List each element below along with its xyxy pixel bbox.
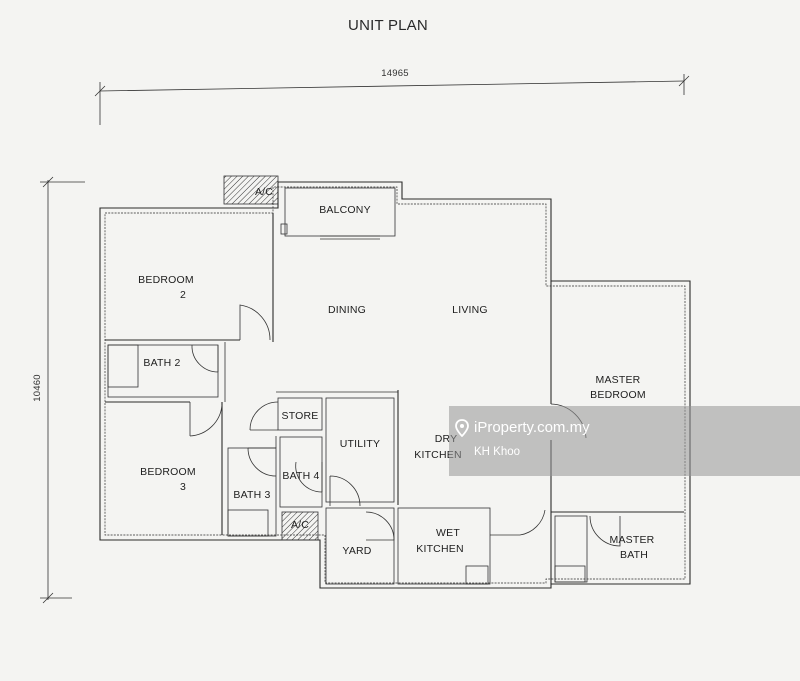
yard-room xyxy=(325,507,395,585)
bedroom-3-label-line2: 3 xyxy=(180,481,186,493)
utility-room xyxy=(325,397,395,507)
ac-bottom-label: A/C xyxy=(291,519,309,531)
dining-label: DINING xyxy=(328,304,366,316)
corridor-walls xyxy=(224,342,398,448)
bedroom-2-room xyxy=(105,213,274,342)
master-bedroom-label-line1: MASTER xyxy=(596,374,641,386)
balcony-label: BALCONY xyxy=(319,204,371,216)
utility-label: UTILITY xyxy=(340,438,381,450)
outer-walls xyxy=(99,181,691,589)
store-label: STORE xyxy=(282,410,319,422)
living-label: LIVING xyxy=(452,304,488,316)
yard-label: YARD xyxy=(342,545,371,557)
height-dimension: 10460 xyxy=(32,176,85,604)
bedroom-2-label-line2: 2 xyxy=(180,289,186,301)
watermark-site: iProperty.com.my xyxy=(474,419,590,436)
bath-2-room xyxy=(107,344,219,398)
wet-kitchen-label-line2: KITCHEN xyxy=(416,543,464,555)
watermark-band xyxy=(449,406,800,476)
master-bedroom-label-line2: BEDROOM xyxy=(590,389,646,401)
master-bath-label-line2: BATH xyxy=(620,549,648,561)
bath-3-room xyxy=(227,447,277,537)
bath-3-label: BATH 3 xyxy=(233,489,270,501)
bedroom-2-label-line1: BEDROOM xyxy=(138,274,194,286)
master-bath-label-line1: MASTER xyxy=(610,534,655,546)
store-room xyxy=(249,397,323,431)
width-dimension: 14965 xyxy=(94,68,690,125)
wet-kitchen-room xyxy=(397,507,546,585)
ac-ledge-bottom xyxy=(281,511,319,541)
bath-2-label: BATH 2 xyxy=(143,357,180,369)
balcony-room xyxy=(280,187,396,240)
height-dimension-label: 10460 xyxy=(32,374,43,401)
ac-ledge-top xyxy=(223,175,279,205)
master-bath-room xyxy=(554,515,621,583)
width-dimension-label: 14965 xyxy=(381,68,408,79)
wet-kitchen-label-line1: WET xyxy=(436,527,460,539)
bath-4-room xyxy=(279,436,323,508)
location-pin-icon xyxy=(455,419,469,437)
bedroom-3-label-line1: BEDROOM xyxy=(140,466,196,478)
ac-top-label: A/C xyxy=(255,186,273,198)
bath-4-label: BATH 4 xyxy=(282,470,319,482)
watermark-user: KH Khoo xyxy=(474,446,521,458)
bedroom-3-room xyxy=(105,401,223,535)
plan-title: UNIT PLAN xyxy=(348,17,428,34)
